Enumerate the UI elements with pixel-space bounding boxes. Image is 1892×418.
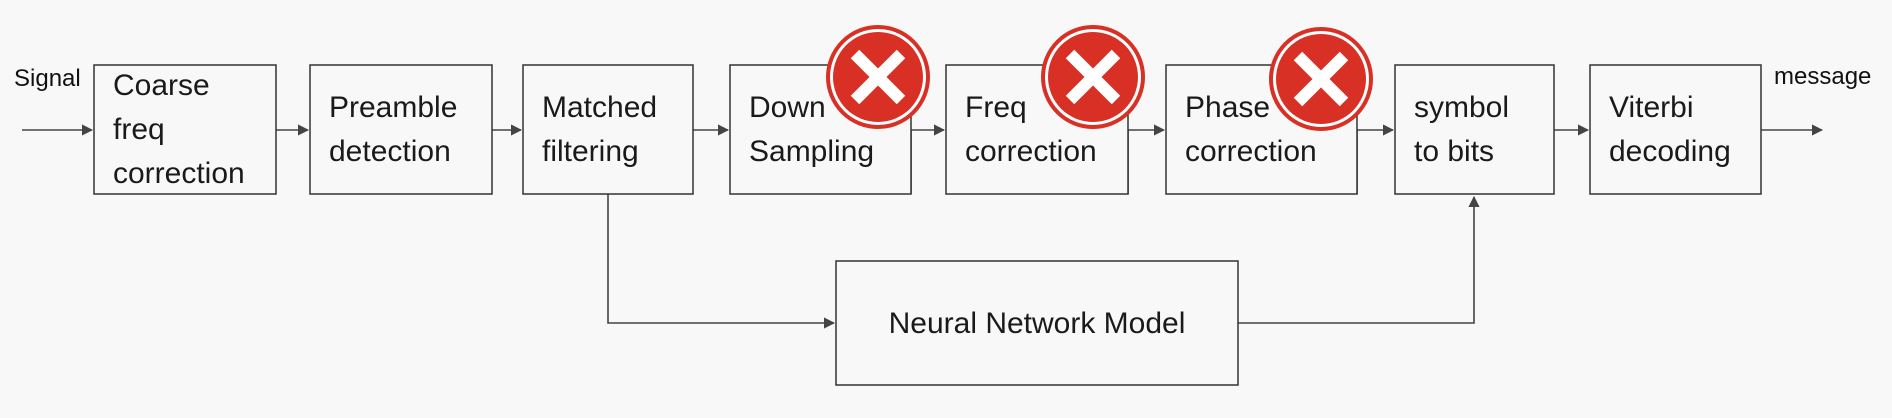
x-circle-icon <box>1041 25 1145 129</box>
x-circle-icon <box>826 25 930 129</box>
block-neural-network-model: Neural Network Model <box>835 260 1239 386</box>
block-coarse-freq-correction: Coarse freq correction <box>93 64 277 195</box>
block-label-line: to bits <box>1414 135 1494 168</box>
signal-input-label: Signal <box>14 65 81 92</box>
block-label-line: correction <box>965 135 1097 168</box>
x-circle-icon <box>1269 27 1373 131</box>
block-matched-filtering: Matched filtering <box>522 64 694 195</box>
block-label-line: correction <box>1185 135 1317 168</box>
block-label-line: detection <box>329 135 451 168</box>
block-label-line: Preamble <box>329 91 457 124</box>
message-output-label: message <box>1774 63 1871 90</box>
block-label-line: Phase <box>1185 91 1270 124</box>
block-label-line: decoding <box>1609 135 1731 168</box>
block-viterbi-decoding: Viterbi decoding <box>1589 64 1762 195</box>
block-label-line: symbol <box>1414 91 1509 124</box>
arrow-freq-to-phase <box>1127 124 1166 194</box>
block-label-line: filtering <box>542 135 639 168</box>
block-symbol-to-bits: symbol to bits <box>1394 64 1555 195</box>
block-freq-correction: Freq correction <box>945 64 1129 195</box>
block-label-line: Down <box>749 91 826 124</box>
block-label-line: Sampling <box>749 135 874 168</box>
block-label-line: Viterbi <box>1609 91 1694 124</box>
block-label-line: Coarse <box>113 69 210 102</box>
arrow-matched-to-neural <box>607 194 836 329</box>
block-label-line: freq <box>113 113 165 146</box>
bypass-connectors <box>607 194 1480 329</box>
block-label-line: Matched <box>542 91 657 124</box>
arrow-phase-to-symbol <box>1356 124 1395 194</box>
neural-network-label: Neural Network Model <box>889 307 1186 340</box>
block-label-line: correction <box>113 157 245 190</box>
arrow-neural-to-symbol <box>1238 195 1480 324</box>
block-preamble-detection: Preamble detection <box>309 64 493 195</box>
block-label-line: Freq <box>965 91 1027 124</box>
arrow-down-to-freq <box>910 124 946 194</box>
